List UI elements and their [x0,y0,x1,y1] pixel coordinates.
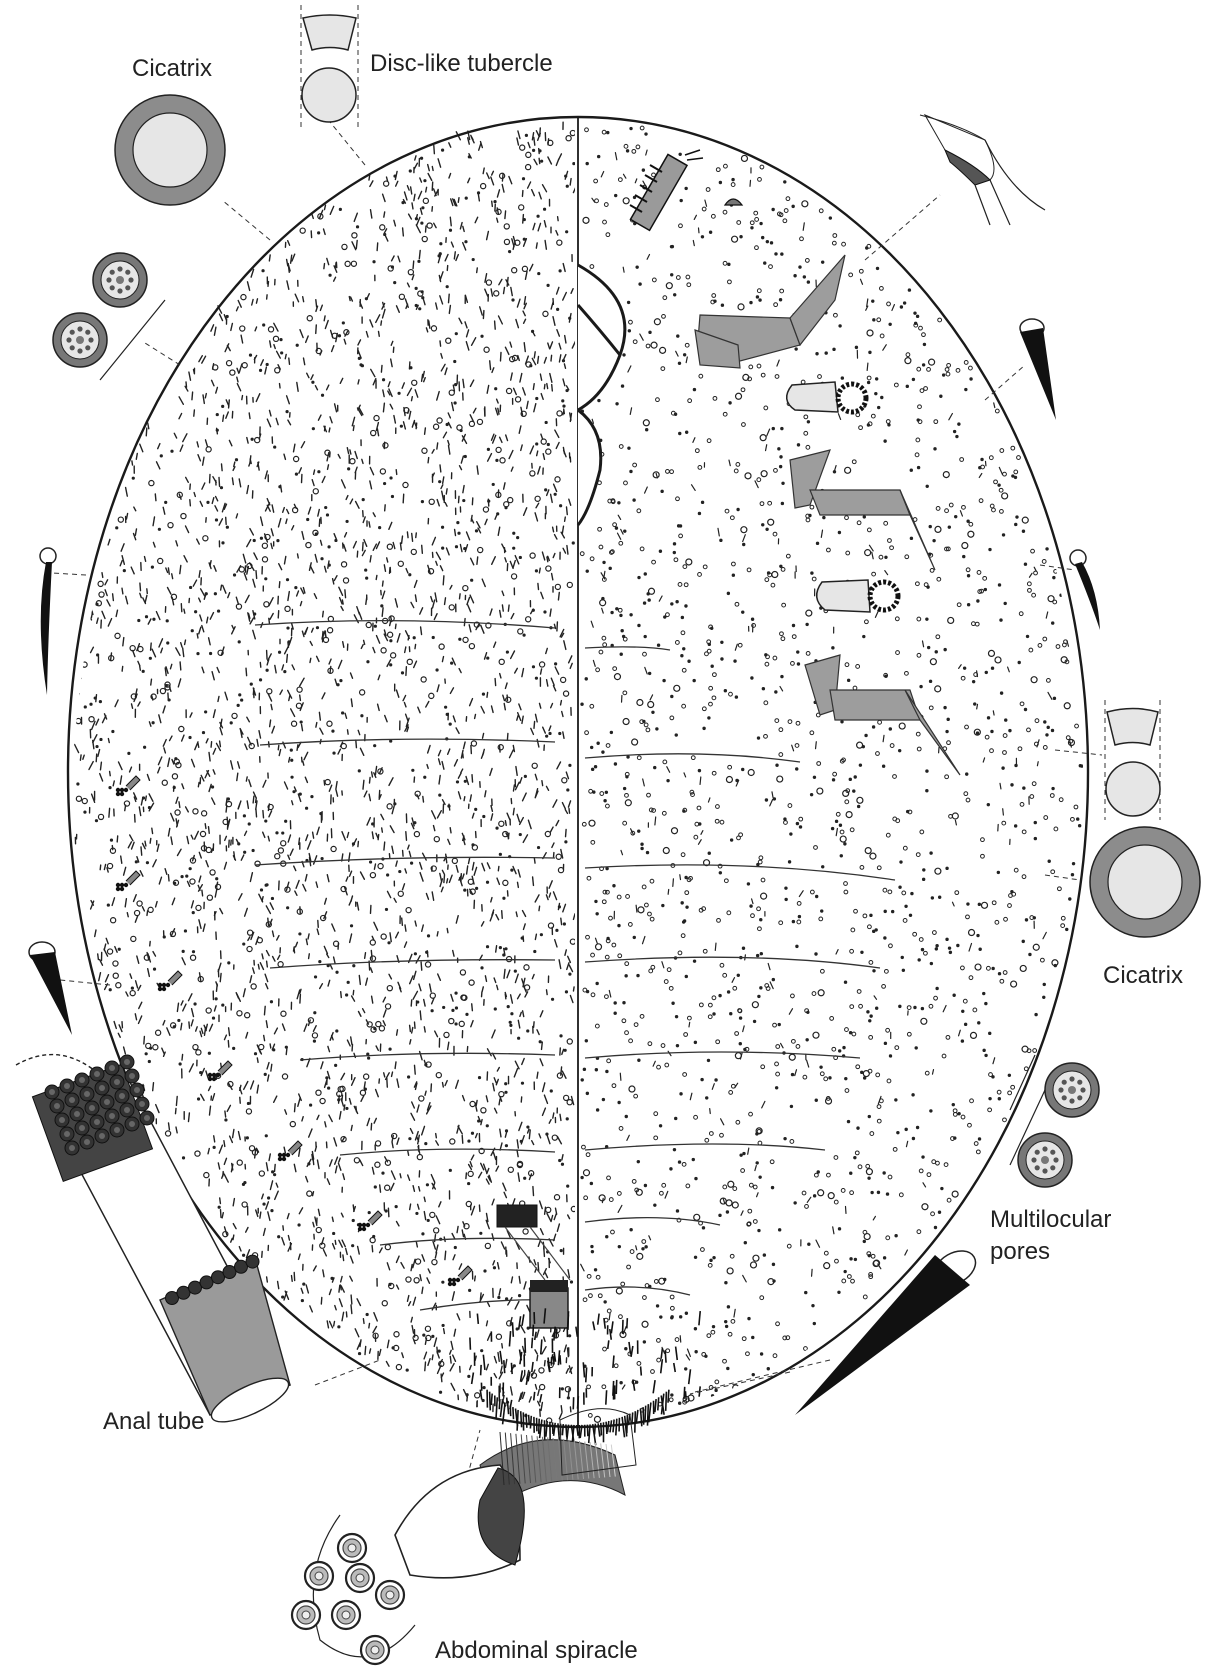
leg-1-icon [695,255,845,368]
label-multilocular-1: Multilocular [990,1206,1111,1235]
conical-seta-large-icon [795,1244,982,1415]
thoracic-spiracle-icon [817,580,898,612]
flagellate-seta-left-icon [40,548,56,695]
eye-icon [725,199,742,205]
cicatrix-top-left-icon [115,95,225,205]
conical-seta-left-icon [29,942,72,1035]
tubular-duct-icon [920,115,1045,225]
disc-tubercle-top-icon [301,5,358,128]
thoracic-spiracle-icon [787,382,866,412]
cicatrix-right-icon [1090,827,1200,937]
multilocular-pore-top-left-icon [53,253,165,380]
anal-lobe-setae [470,1308,700,1445]
label-anal-tube: Anal tube [103,1408,204,1437]
leg-3-icon [805,655,960,775]
label-cicatrix-top-left: Cicatrix [132,55,212,84]
label-abdominal-spiracle: Abdominal spiracle [435,1637,638,1666]
label-cicatrix-right: Cicatrix [1103,962,1183,991]
segment-lines-ventral [585,647,895,1295]
antenna-icon [630,150,703,230]
mouthparts-icon [578,265,625,525]
label-disc-tubercle: Disc-like tubercle [370,50,553,79]
spiracle-pore-cluster-icon [292,1534,404,1664]
conical-seta-right-top-icon [1020,319,1056,420]
disc-tubercle-right-icon [1105,700,1160,820]
label-multilocular-2: pores [990,1238,1050,1267]
leg-2-icon [790,450,935,570]
